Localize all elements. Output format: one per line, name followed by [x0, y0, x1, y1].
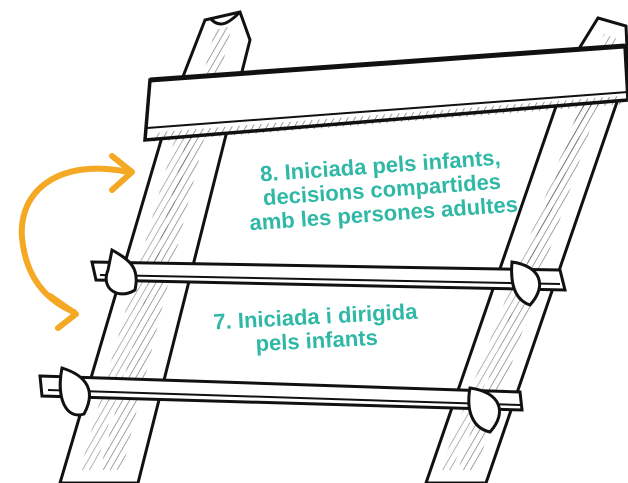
- lower-rung: [38, 366, 524, 434]
- middle-rung: [90, 247, 567, 307]
- double-curved-arrow-icon: [18, 153, 135, 331]
- top-board: [143, 43, 628, 142]
